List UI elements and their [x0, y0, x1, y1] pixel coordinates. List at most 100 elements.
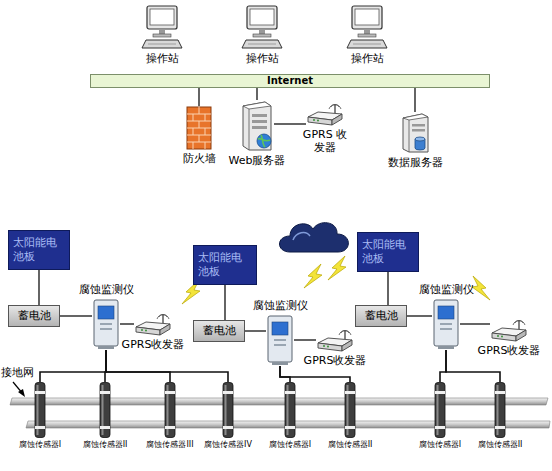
graphic-part — [285, 426, 295, 429]
operator-station-label: 操作站 — [351, 52, 384, 65]
internet-bar: Internet — [90, 74, 490, 88]
graphic-part — [136, 327, 160, 335]
corrosion-sensor: 腐蚀传感器III — [164, 382, 176, 438]
graphic-part — [247, 6, 277, 29]
graphic-part — [259, 29, 265, 34]
connector-line — [38, 270, 39, 305]
graphic-part — [160, 324, 170, 335]
graphic-part — [100, 383, 110, 438]
graphic-part — [415, 137, 425, 141]
connector-line — [245, 330, 266, 331]
solar-panel-text: 太阳能电池板 — [13, 236, 65, 264]
connector-line — [274, 123, 306, 124]
connector-line — [414, 88, 415, 112]
gprs-transceiver-icon — [490, 320, 528, 342]
computer-icon — [240, 4, 284, 50]
graphic-part — [304, 264, 322, 288]
graphic-part — [285, 391, 295, 394]
gprs-transceiver-label: GPRS收发器 — [478, 344, 541, 357]
connector-line — [294, 339, 316, 340]
graphic-part — [199, 107, 200, 114]
sensor-icon — [284, 382, 296, 438]
graphic-part — [345, 426, 355, 429]
connector-line — [198, 88, 199, 106]
graphic-part — [187, 107, 211, 149]
graphic-part — [492, 333, 516, 341]
graphic-part — [165, 426, 175, 429]
graphic-part — [345, 383, 355, 438]
graphic-part — [193, 114, 194, 121]
operator-station: 操作站 — [345, 4, 389, 50]
operator-station-label: 操作站 — [246, 52, 279, 65]
graphic-part — [501, 336, 503, 338]
gprs-transceiver-label: GPRS收发器 — [122, 338, 185, 351]
graphic-part — [440, 323, 452, 325]
corrosion-monitor-icon — [92, 298, 120, 350]
graphic-part — [344, 331, 345, 339]
data-server: 数据服务器 — [400, 112, 430, 154]
graphic-part — [313, 119, 315, 121]
graphic-part — [100, 328, 112, 330]
graphic-part — [242, 40, 282, 48]
web-server-icon — [240, 100, 274, 152]
graphic-part — [150, 9, 174, 25]
graphic-part — [187, 107, 211, 149]
corrosion-monitor-icon — [266, 314, 294, 366]
graphic-part — [94, 300, 118, 346]
graphic-part — [193, 142, 194, 149]
graphic-part — [497, 335, 499, 337]
gprs-transceiver-label: GPRS收发器 — [304, 354, 367, 367]
graphic-part — [157, 315, 169, 320]
corrosion-sensor-label: 腐蚀传感器III — [146, 440, 193, 450]
graphic-part — [342, 340, 352, 351]
corrosion-sensor-label: 腐蚀传感器II — [478, 440, 523, 450]
operator-station: 操作站 — [240, 4, 284, 50]
graphic-part — [339, 331, 351, 336]
graphic-part — [193, 128, 194, 135]
graphic-part — [293, 233, 310, 240]
graphic-part — [334, 105, 335, 113]
gprs-transceiver: GPRS收发器 — [316, 330, 354, 352]
web-server: Web服务器 — [240, 100, 274, 152]
sensor-cable — [440, 350, 446, 382]
firewall: 防火墙 — [186, 106, 212, 150]
graphic-part — [403, 114, 428, 120]
graphic-part — [252, 114, 267, 117]
gprs-transceiver: GPRS收发器 — [134, 314, 172, 336]
graphic-part — [253, 34, 271, 37]
corrosion-sensor: 腐蚀传感器II — [99, 382, 111, 438]
sensor-cable — [280, 366, 350, 382]
graphic-part — [223, 383, 233, 438]
corrosion-sensor-label: 腐蚀传感器I — [19, 440, 61, 450]
gprs-transceiver: GPRS 收发器 — [306, 104, 344, 126]
graphic-part — [252, 126, 267, 129]
graphic-part — [352, 6, 382, 29]
firewall-label: 防火墙 — [183, 152, 216, 165]
graphic-part — [472, 276, 490, 300]
graphic-part — [435, 426, 445, 429]
solar-panel-text: 太阳能电池板 — [198, 251, 252, 279]
corrosion-sensor: 腐蚀传感器I — [284, 382, 296, 438]
sensor-cable — [40, 350, 106, 382]
graphic-part — [223, 426, 233, 429]
graphic-part — [18, 389, 25, 397]
cloud — [280, 223, 349, 252]
corrosion-monitor: 腐蚀监测仪 — [266, 314, 294, 366]
graphic-part — [280, 223, 349, 252]
corrosion-sensor-label: 腐蚀传感器I — [419, 440, 461, 450]
sensor-icon — [434, 382, 446, 438]
battery-box: 蓄电池 — [193, 320, 245, 342]
graphic-part — [318, 343, 342, 351]
graphic-part — [10, 398, 548, 405]
graphic-part — [199, 135, 200, 142]
battery-box: 蓄电池 — [355, 305, 407, 327]
ground-grid-pointer — [13, 382, 25, 397]
graphic-part — [159, 29, 165, 34]
graphic-part — [435, 383, 445, 438]
battery-box-text: 蓄电池 — [196, 324, 242, 338]
graphic-part — [412, 129, 425, 132]
graphic-part — [435, 391, 445, 394]
graphic-part — [35, 426, 45, 429]
